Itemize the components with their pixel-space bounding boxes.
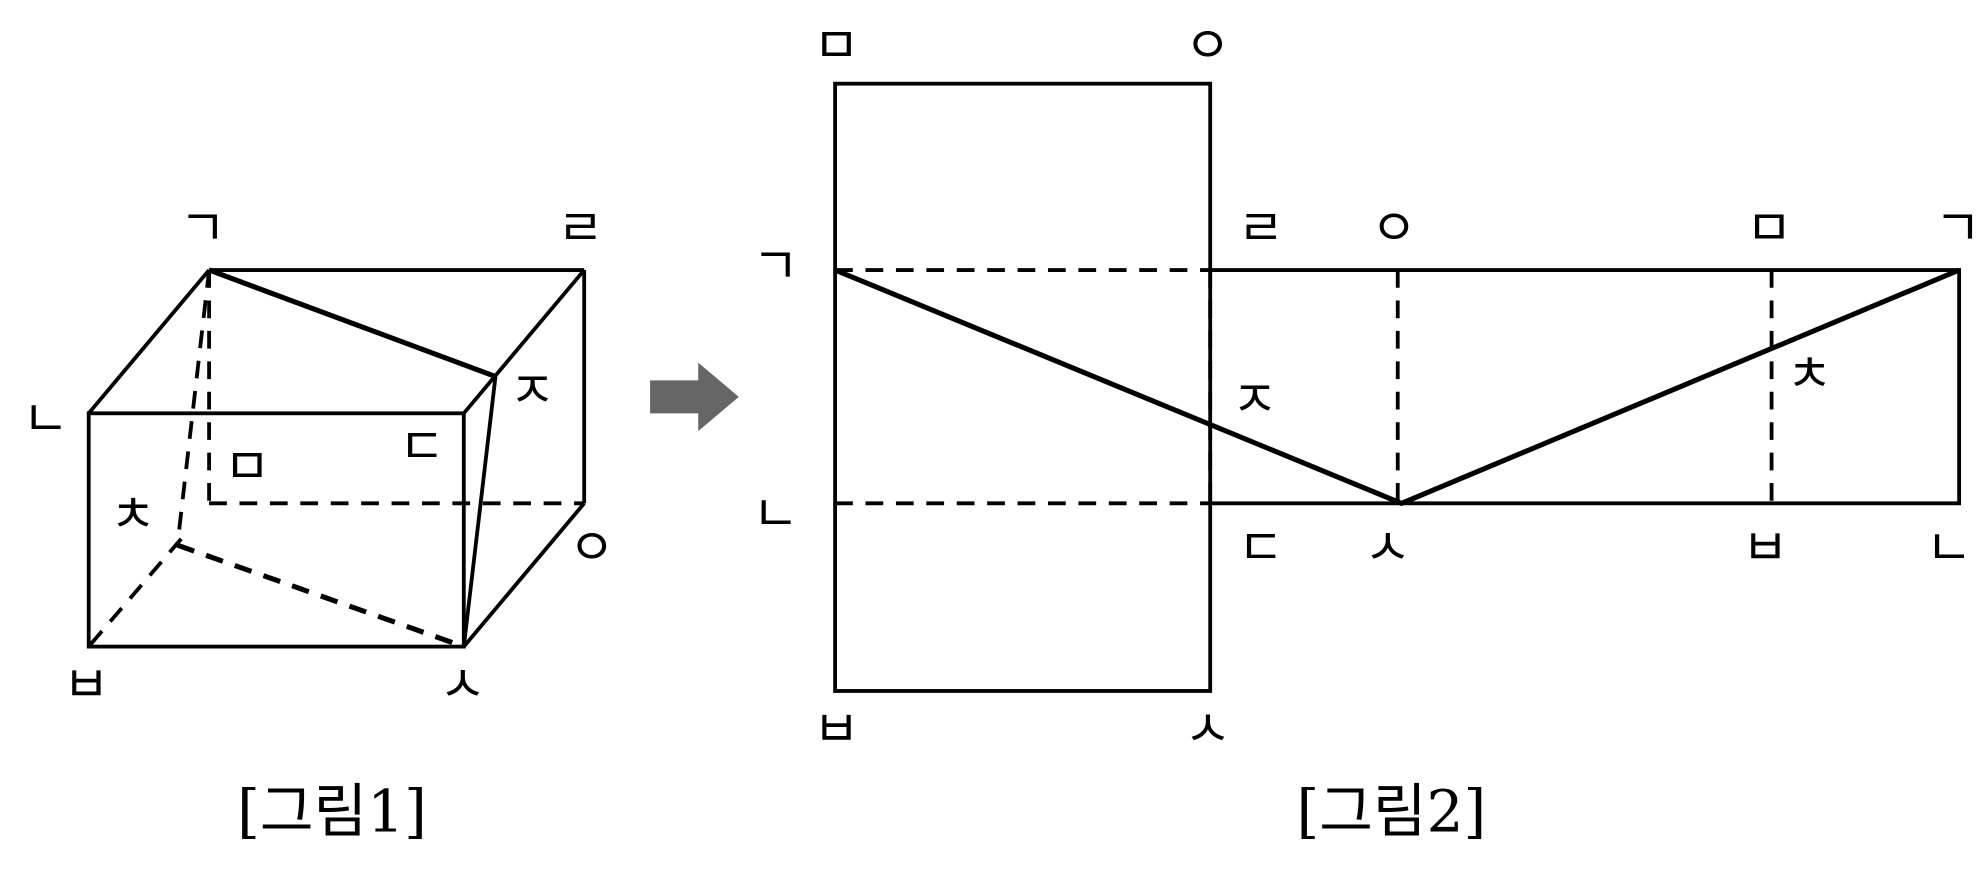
label-left-g: ㄱ (752, 237, 799, 296)
label-j: ㅈ (1231, 370, 1278, 429)
path-g-j (208, 267, 497, 379)
label-g: ㄱ (179, 199, 226, 258)
label-o: ㅇ (568, 518, 615, 577)
label-ch: ㅊ (110, 485, 157, 544)
label-right-n: ㄴ (1926, 518, 1973, 577)
fold-lines (835, 268, 1774, 506)
net-horizontal-strip (1210, 268, 1962, 506)
label-top-o: ㅇ (1184, 16, 1231, 75)
hidden-path-g-ch (175, 269, 211, 546)
label-n: ㄴ (22, 389, 69, 448)
label-right-g: ㄱ (1935, 199, 1982, 258)
label-bottom-b: ㅂ (813, 699, 860, 758)
label-d: ㄷ (399, 417, 446, 476)
hidden-path-ch-s (176, 542, 465, 649)
label-d: ㄷ (1238, 518, 1285, 577)
front-face (86, 411, 466, 649)
label-r: ㄹ (1238, 199, 1285, 258)
label-b: ㅂ (63, 655, 110, 714)
path-j-s (461, 376, 498, 647)
edge-r-d (462, 268, 586, 415)
figure1-caption: [그림1] (237, 777, 427, 845)
figure2-caption: [그림2] (1297, 777, 1487, 845)
label-left-n: ㄴ (752, 484, 799, 543)
label-b: ㅂ (1742, 518, 1789, 577)
label-ch: ㅊ (1786, 345, 1833, 404)
label-o: ㅇ (1371, 199, 1418, 258)
label-r: ㄹ (557, 199, 604, 258)
net-vertical-strip (833, 81, 1213, 693)
label-s: ㅅ (1364, 518, 1411, 577)
label-top-m: ㅁ (813, 16, 860, 75)
hidden-edge-ch-b (87, 537, 183, 648)
figure2-net (833, 81, 1962, 693)
right-arrow-icon (650, 362, 739, 432)
figure1-cuboid (86, 267, 587, 649)
label-j: ㅈ (509, 361, 556, 420)
edge-o-s (462, 502, 586, 648)
hidden-edges (87, 269, 585, 649)
shortest-path (834, 267, 1961, 507)
label-s: ㅅ (439, 655, 486, 714)
label-bottom-s: ㅅ (1184, 699, 1231, 758)
label-m: ㅁ (224, 437, 271, 496)
edge-g-n (87, 268, 211, 415)
label-m: ㅁ (1746, 199, 1793, 258)
